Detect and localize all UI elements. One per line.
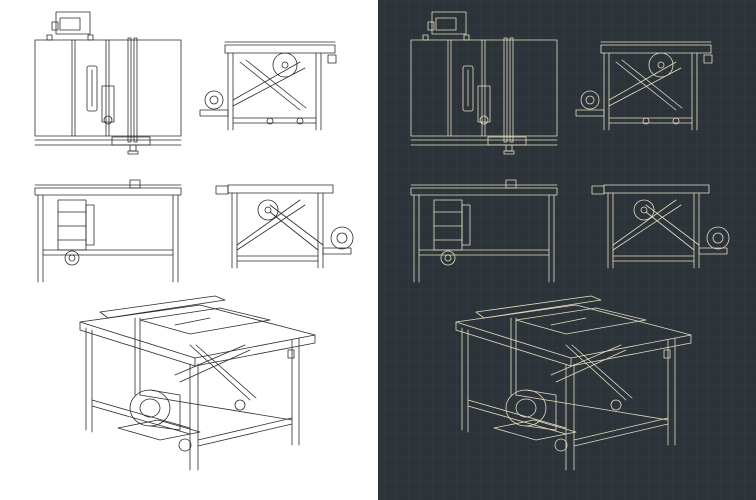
dark-panel	[378, 0, 756, 500]
light-panel	[34, 11, 354, 471]
